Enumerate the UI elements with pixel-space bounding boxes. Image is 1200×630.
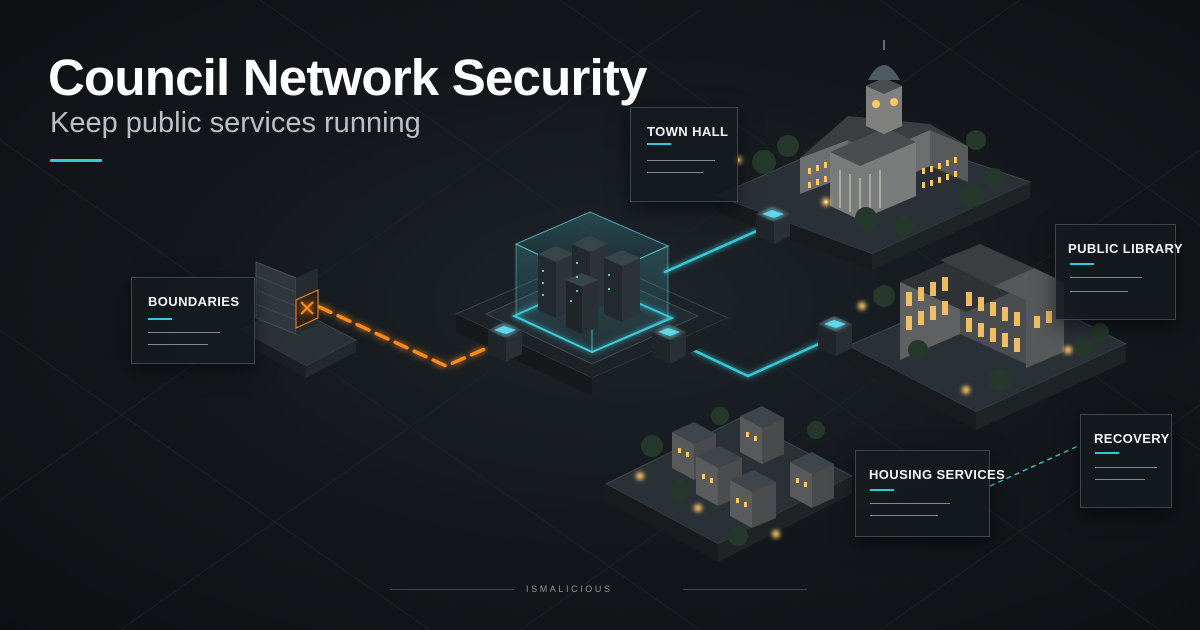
- central-data-core: [454, 211, 730, 396]
- link-core-town-hall: [663, 223, 772, 274]
- title-accent-bar: [50, 159, 102, 162]
- node-line: [870, 503, 950, 504]
- node-line: [647, 160, 715, 161]
- threat-x-icon: [300, 301, 314, 315]
- node-label-town-hall: TOWN HALL: [647, 124, 729, 139]
- node-label-housing-services: HOUSING SERVICES: [869, 467, 1006, 482]
- library-trees: [873, 285, 1109, 391]
- threat-connection: [298, 296, 498, 368]
- page-subtitle: Keep public services running: [50, 107, 421, 139]
- node-accent-public-library: [1070, 263, 1094, 265]
- housing-lamps: [636, 472, 780, 538]
- housing-estate: [604, 406, 854, 562]
- node-accent-recovery: [1095, 452, 1119, 454]
- node-card-town-hall: TOWN HALL: [630, 107, 738, 202]
- node-line: [148, 344, 208, 345]
- library-lamps: [858, 302, 1072, 394]
- core-connector-nodes: [488, 322, 686, 364]
- node-line: [1070, 277, 1142, 278]
- house-windows: [678, 432, 807, 507]
- node-line: [870, 515, 938, 516]
- node-label-public-library: PUBLIC LIBRARY: [1068, 241, 1183, 256]
- node-accent-boundaries: [148, 318, 172, 320]
- node-line: [1095, 467, 1157, 468]
- node-line: [148, 332, 220, 333]
- node-line: [1095, 479, 1145, 480]
- node-card-boundaries: BOUNDARIES: [131, 277, 255, 364]
- town-hall-building: [714, 40, 1032, 270]
- boundary-firewall: [238, 261, 358, 378]
- node-label-recovery: RECOVERY: [1094, 431, 1170, 446]
- town-hall-trees: [752, 130, 1004, 236]
- node-label-boundaries: BOUNDARIES: [148, 294, 240, 309]
- server-racks: [538, 236, 640, 334]
- footer-brand: ISMALICIOUS: [526, 584, 613, 594]
- node-line: [1070, 291, 1128, 292]
- node-card-public-library: PUBLIC LIBRARY: [1055, 224, 1183, 320]
- houses: [672, 406, 834, 528]
- page-title: Council Network Security: [48, 49, 647, 106]
- housing-trees: [641, 407, 825, 546]
- node-card-housing-services: HOUSING SERVICES: [855, 450, 1005, 537]
- node-line: [647, 172, 703, 173]
- public-library-building: [818, 244, 1128, 430]
- town-hall-windows: [808, 157, 957, 188]
- node-card-recovery: RECOVERY: [1080, 414, 1172, 508]
- node-accent-town-hall: [647, 143, 671, 145]
- library-windows: [906, 277, 1052, 352]
- link-recovery: [989, 445, 1079, 487]
- node-accent-housing-services: [870, 489, 894, 491]
- footer-rule-right: [683, 589, 807, 590]
- footer-rule-left: [390, 589, 514, 590]
